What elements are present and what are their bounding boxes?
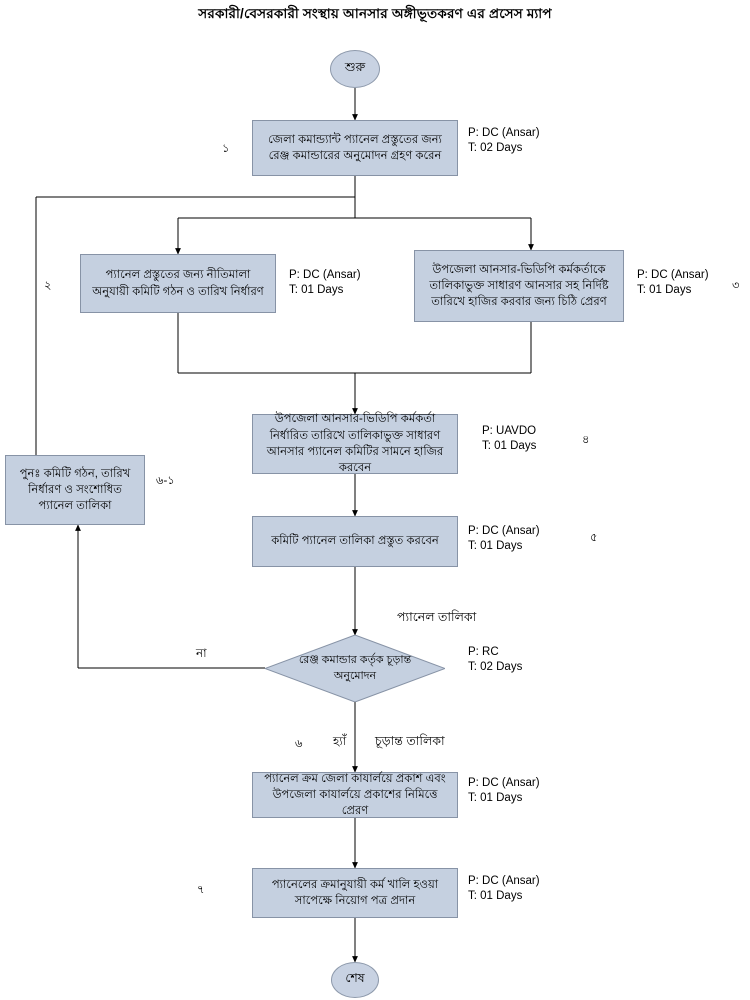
edge-label-yes: হ্যাঁ [333,734,347,748]
meta-step2-time: T: 01 Days [289,284,344,296]
end-label: শেষ [345,971,365,985]
annotation-final-list: চূড়ান্ত তালিকা [375,734,445,748]
step-number-4: ৪ [582,434,590,446]
meta-step3-time: T: 01 Days [637,284,692,296]
decision-shape [265,635,445,702]
process-box-step3-text: উপজেলা আনসার-ভিডিপি কর্মকর্তাকে তালিকাভু… [429,263,609,309]
meta-step5-time: T: 01 Days [468,540,523,552]
process-box-step7-text: প্যানেলের ক্রমানুযায়ী কর্ম খালি হওয়া স… [271,878,439,907]
meta-decision-time: T: 02 Days [468,661,523,673]
annotation-panel-list: প্যানেল তালিকা [397,610,477,624]
meta-step4-person: P: UAVDO [482,425,537,437]
process-box-step4-text: উপজেলা আনসার-ভিডিপি কর্মকর্তা নির্ধারিত … [266,413,444,475]
step-number-6-1: ৬-১ [156,475,175,487]
meta-step7-person: P: DC (Ansar) [468,875,540,887]
process-box-step3[interactable]: উপজেলা আনসার-ভিডিপি কর্মকর্তাকে তালিকাভু… [414,250,624,322]
process-box-step2-text: প্যানেল প্রস্তুতের জন্য নীতিমালা অনুযায়… [92,269,264,298]
meta-step1-time: T: 02 Days [468,142,523,154]
process-box-step1[interactable]: জেলা কমান্ড্যান্ট প্যানেল প্রস্তুতের জন্… [252,120,458,176]
meta-step1-person: P: DC (Ansar) [468,127,540,139]
process-box-step1-text: জেলা কমান্ড্যান্ট প্যানেল প্রস্তুতের জন্… [268,133,442,162]
edge-label-no: না [196,646,207,660]
meta-step6-time: T: 01 Days [468,792,523,804]
meta-step2-person: P: DC (Ansar) [289,269,361,281]
process-box-step2[interactable]: প্যানেল প্রস্তুতের জন্য নীতিমালা অনুযায়… [80,254,276,313]
step-number-5: ৫ [590,532,598,544]
process-box-step5-text: কমিটি প্যানেল তালিকা প্রস্তুত করবেন [271,535,439,548]
meta-step6-person: P: DC (Ansar) [468,777,540,789]
process-box-rework-text: পুনঃ কমিটি গঠন, তারিখ নির্ধারণ ও সংশোধিত… [19,467,131,513]
start-label: শুরু [344,60,366,74]
meta-step4-time: T: 01 Days [482,440,537,452]
process-box-step4[interactable]: উপজেলা আনসার-ভিডিপি কর্মকর্তা নির্ধারিত … [252,413,458,475]
process-box-step6[interactable]: প্যানেল ক্রম জেলা কাযার্লয়ে প্রকাশ এবং … [252,772,458,818]
start-terminator[interactable]: শুরু [330,50,380,88]
process-box-step6-text: প্যানেল ক্রম জেলা কাযার্লয়ে প্রকাশ এবং … [264,772,446,818]
step-number-7: ৭ [197,884,205,896]
meta-step3-person: P: DC (Ansar) [637,269,709,281]
meta-step7-time: T: 01 Days [468,890,523,902]
process-box-step7[interactable]: প্যানেলের ক্রমানুযায়ী কর্ম খালি হওয়া স… [252,868,458,918]
decision-diamond[interactable]: রেঞ্জ কমান্ডার কর্তৃক চূড়ান্ত অনুমোদন [265,635,445,702]
step-number-6: ৬ [295,738,303,750]
step-number-3: ৩ [732,280,740,292]
meta-step5-person: P: DC (Ansar) [468,525,540,537]
decision-text: রেঞ্জ কমান্ডার কর্তৃক চূড়ান্ত অনুমোদন [298,653,412,682]
step-number-1: ১ [222,143,230,155]
step-number-2: ২ [44,280,52,292]
page-title: সরকারী/বেসরকারী সংস্থায় আনসার অঙ্গীভূতক… [198,6,552,21]
end-terminator[interactable]: শেষ [331,962,379,998]
meta-decision-person: P: RC [468,646,499,658]
process-box-rework[interactable]: পুনঃ কমিটি গঠন, তারিখ নির্ধারণ ও সংশোধিত… [5,455,145,525]
process-box-step5[interactable]: কমিটি প্যানেল তালিকা প্রস্তুত করবেন [252,516,458,567]
